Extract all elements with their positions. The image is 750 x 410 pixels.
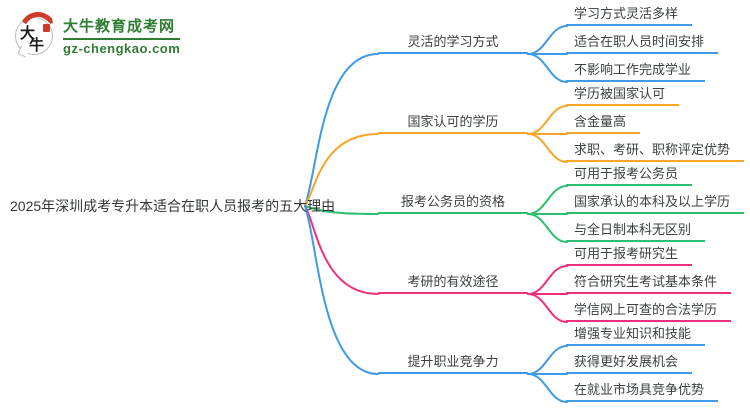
branch-label-3: 报考公务员的资格 <box>378 192 528 214</box>
logo-divider <box>63 37 181 40</box>
leaf-label-3-2: 国家承认的本科及以上学历 <box>566 192 745 214</box>
leaf-label-2-2: 含金量高 <box>566 112 641 134</box>
leaf-label-4-1: 可用于报考研究生 <box>566 244 693 266</box>
logo-text: 大牛教育成考网 gz-chengkao.com <box>63 15 181 56</box>
branch-3-leaf-3-connector <box>527 213 568 243</box>
logo-badge-char-bottom: 牛 <box>29 38 45 54</box>
logo-seal-icon <box>43 24 50 32</box>
leaf-label-1-1: 学习方式灵活多样 <box>566 4 693 26</box>
branch-label-2: 国家认可的学历 <box>378 112 528 134</box>
branch-2-leaf-3-connector <box>527 133 568 163</box>
branch-1-connector <box>304 53 379 207</box>
branch-3-connector <box>304 205 379 215</box>
branch-label-5: 提升职业竞争力 <box>378 352 528 374</box>
logo-badge-char-top: 大 <box>20 26 36 42</box>
branch-5-leaf-1-connector <box>527 345 568 375</box>
leaf-label-4-3: 学信网上可查的合法学历 <box>566 300 732 322</box>
branch-2-connector <box>304 133 379 207</box>
branch-4-connector <box>304 205 379 295</box>
site-logo: 大 牛 大牛教育成考网 gz-chengkao.com <box>14 8 181 58</box>
branch-5-connector <box>304 205 379 375</box>
logo-badge: 大 牛 <box>14 8 60 58</box>
branch-4-leaf-3-connector <box>527 293 568 323</box>
branch-label-4: 考研的有效途径 <box>378 272 528 294</box>
branch-1-leaf-3-connector <box>527 53 568 83</box>
leaf-label-2-1: 学历被国家认可 <box>566 84 680 106</box>
leaf-label-4-2: 符合研究生考试基本条件 <box>566 272 732 294</box>
leaf-label-5-1: 增强专业知识和技能 <box>566 324 706 346</box>
leaf-label-1-2: 适合在职人员时间安排 <box>566 32 719 54</box>
branch-5-leaf-3-connector <box>527 373 568 403</box>
leaf-label-5-2: 获得更好发展机会 <box>566 352 693 374</box>
leaf-label-2-3: 求职、考研、职称评定优势 <box>566 140 745 162</box>
branch-2-leaf-1-connector <box>527 105 568 135</box>
leaf-label-3-3: 与全日制本科无区别 <box>566 220 706 242</box>
leaf-label-5-3: 在就业市场具竞争优势 <box>566 380 719 402</box>
leaf-label-3-1: 可用于报考公务员 <box>566 164 693 186</box>
branch-1-leaf-1-connector <box>527 25 568 55</box>
logo-domain: gz-chengkao.com <box>63 40 181 56</box>
branch-label-1: 灵活的学习方式 <box>378 32 528 54</box>
branch-4-leaf-1-connector <box>527 265 568 295</box>
branch-3-leaf-1-connector <box>527 185 568 215</box>
logo-title: 大牛教育成考网 <box>63 17 176 35</box>
root-topic: 2025年深圳成考专升本适合在职人员报考的五大理由 <box>10 198 336 214</box>
leaf-label-1-3: 不影响工作完成学业 <box>566 60 706 82</box>
